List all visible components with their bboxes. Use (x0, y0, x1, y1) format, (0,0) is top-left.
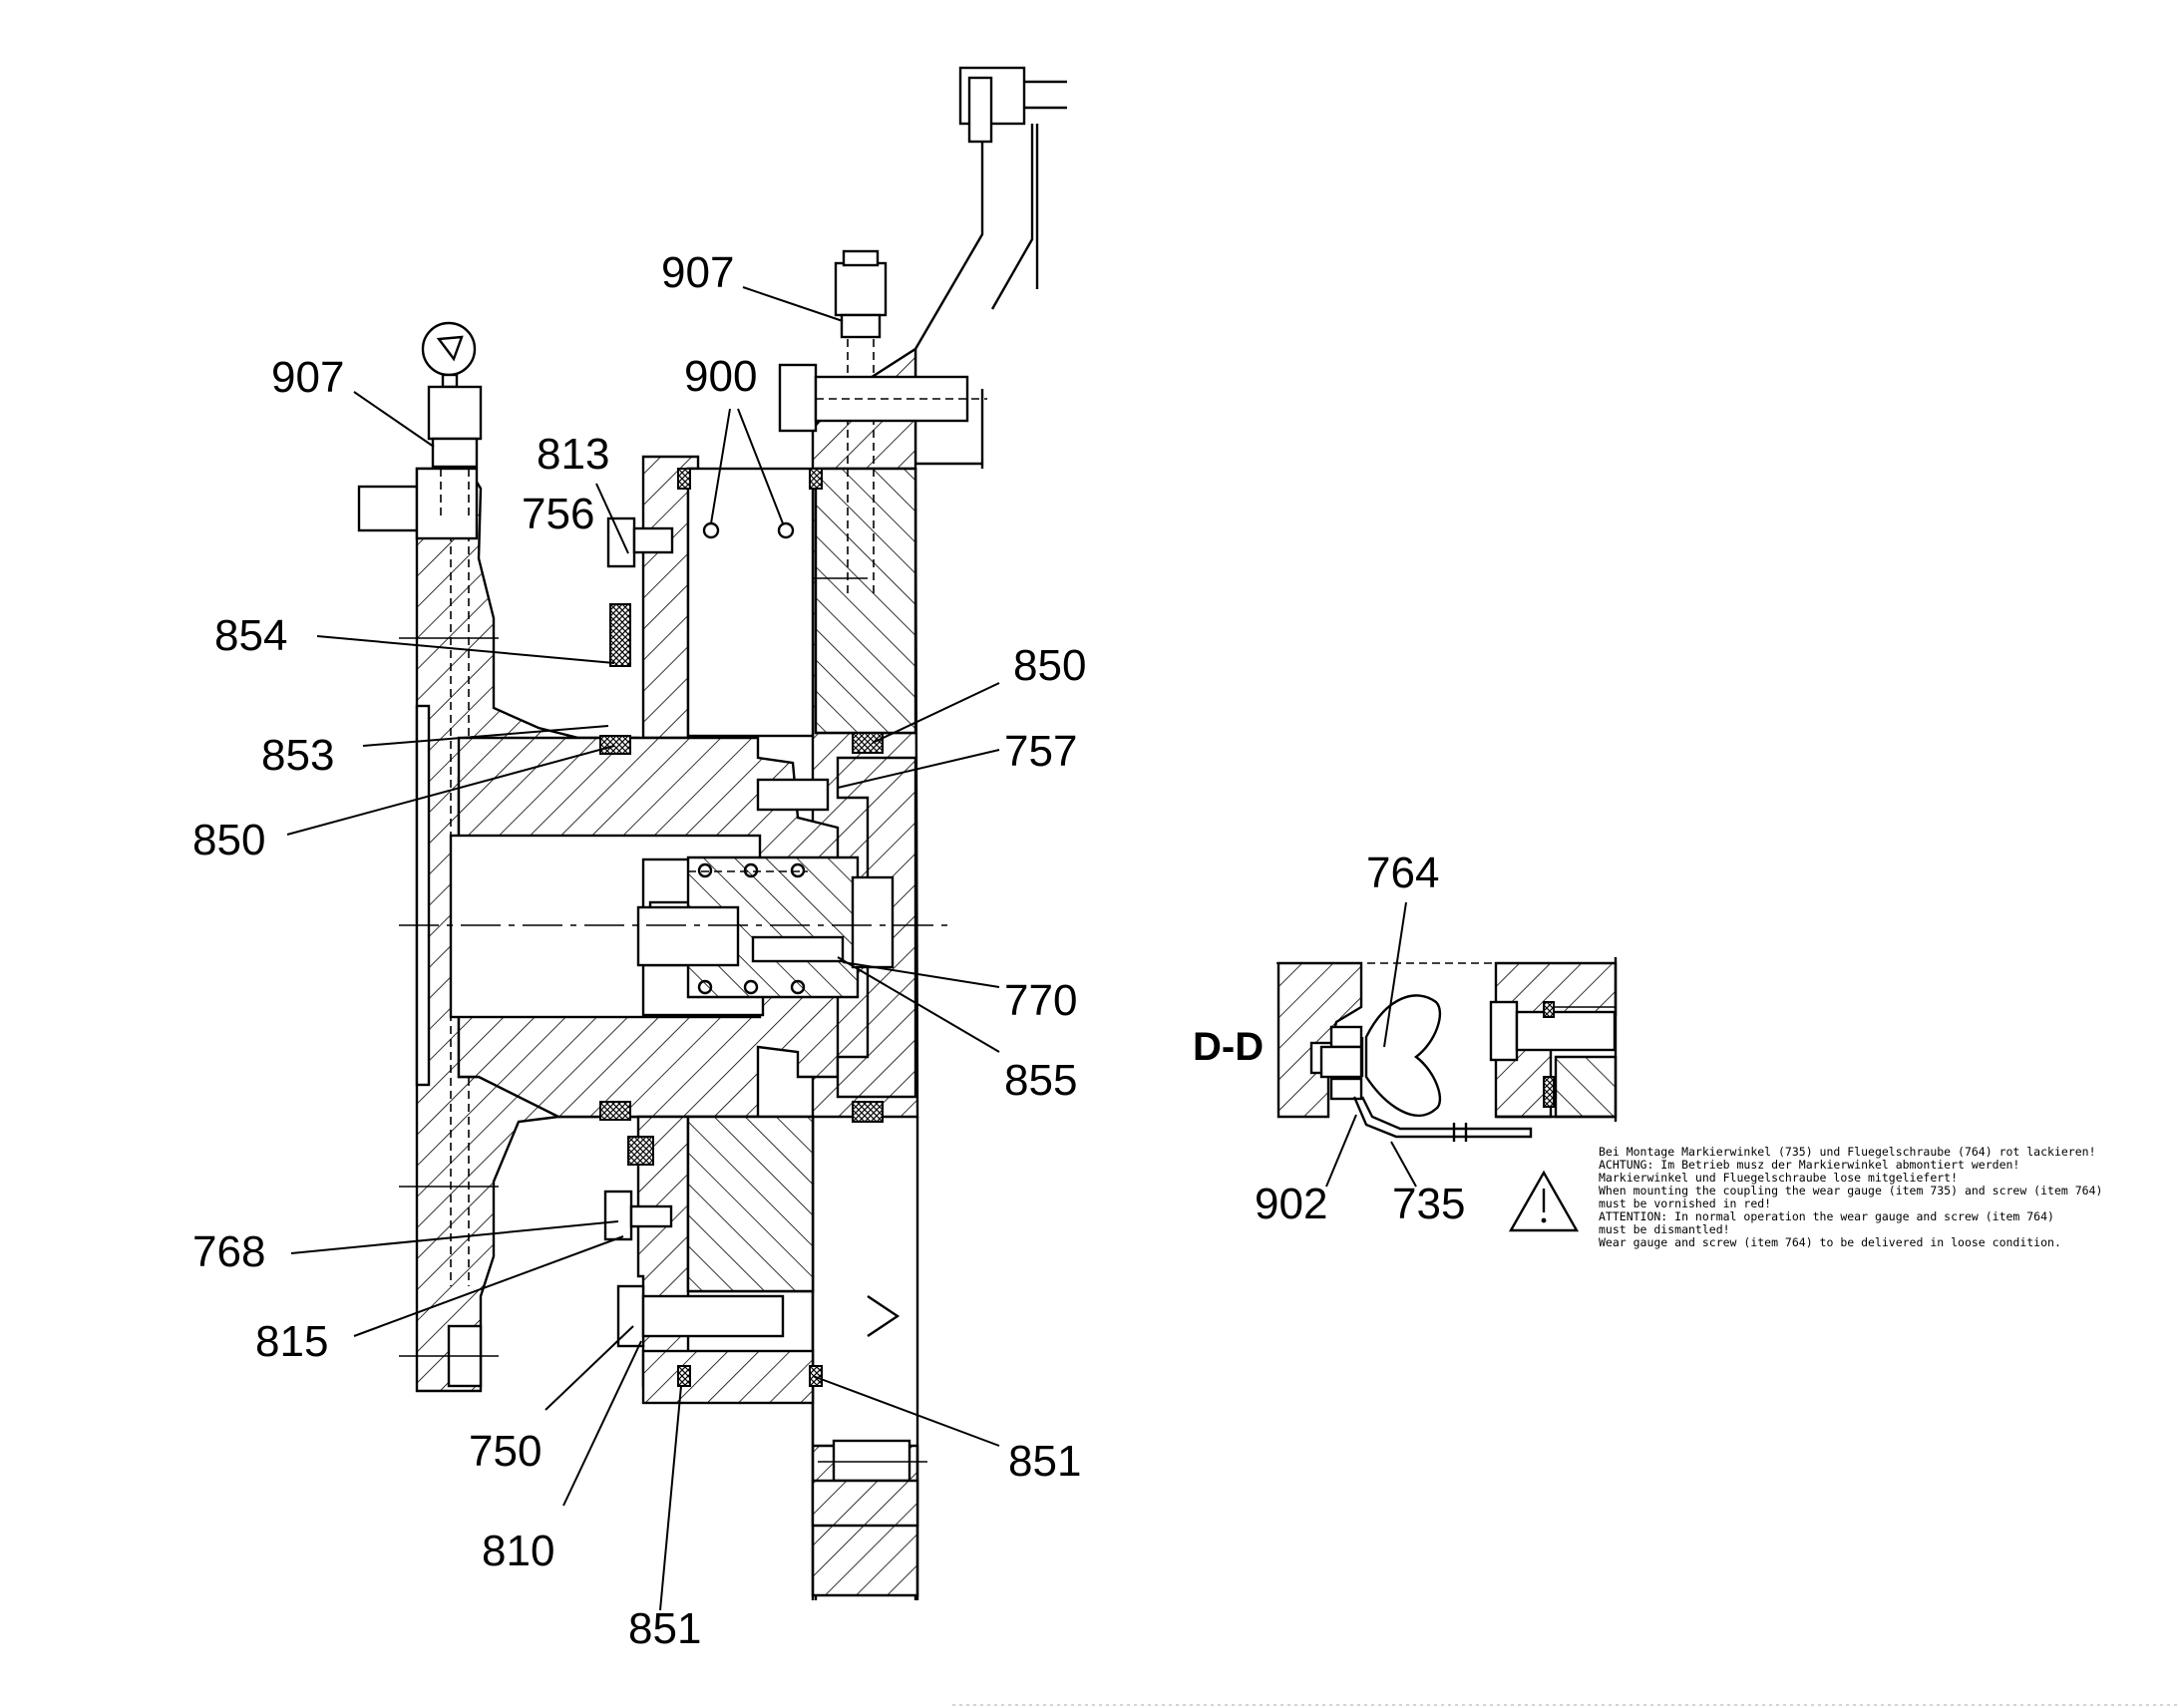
label-815: 815 (255, 1317, 328, 1366)
note-line-5: must be vornished in red! (1599, 1196, 1771, 1210)
label-855: 855 (1004, 1056, 1077, 1105)
end-cap (599, 732, 917, 1123)
pressure-gauge-icon (421, 321, 477, 377)
label-770: 770 (1004, 976, 1077, 1025)
label-850-left: 850 (192, 816, 265, 864)
note-line-6: ATTENTION: In normal operation the wear … (1599, 1209, 2054, 1223)
label-854: 854 (214, 611, 287, 660)
main-section-view (357, 66, 1067, 1600)
label-764: 764 (1366, 849, 1439, 897)
warning-triangle-icon (1508, 1170, 1580, 1232)
label-853: 853 (261, 731, 334, 780)
leader-lines (286, 286, 1000, 1611)
element-block-upper (641, 455, 823, 740)
label-756: 756 (522, 490, 594, 538)
bolt-907-right (778, 249, 987, 598)
label-750: 750 (469, 1427, 542, 1476)
label-850-right: 850 (1013, 641, 1086, 690)
section-title: D-D (1193, 1025, 1264, 1069)
section-d-d: D-D 764 902 735 (1193, 849, 2102, 1249)
note-line-4: When mounting the coupling the wear gaug… (1599, 1184, 2102, 1197)
label-768: 768 (192, 1227, 265, 1276)
callout-labels: 907 907 900 813 756 854 853 850 850 757 … (192, 248, 1086, 1653)
label-907-left: 907 (271, 353, 344, 402)
label-907-right: 907 (661, 248, 734, 297)
note-line-3: Markierwinkel und Fluegelschraube lose m… (1599, 1171, 1958, 1185)
label-851-right: 851 (1008, 1437, 1081, 1486)
assembly-notes: Bei Montage Markierwinkel (735) und Flue… (1599, 1145, 2102, 1249)
label-902: 902 (1255, 1180, 1327, 1228)
label-735: 735 (1392, 1180, 1465, 1228)
note-line-2: ACHTUNG: Im Betrieb musz der Markierwink… (1599, 1158, 2019, 1172)
label-813: 813 (537, 430, 609, 479)
label-851-bottom: 851 (628, 1604, 701, 1653)
hub-center (449, 736, 860, 1119)
bolt-907-left (357, 321, 483, 540)
label-757: 757 (1004, 727, 1077, 776)
label-810: 810 (482, 1527, 554, 1575)
label-900: 900 (684, 352, 757, 401)
note-line-7: must be dismantled! (1599, 1222, 1730, 1236)
note-line-8: Wear gauge and screw (item 764) to be de… (1599, 1235, 2061, 1249)
note-line-1: Bei Montage Markierwinkel (735) und Flue… (1599, 1145, 2096, 1159)
